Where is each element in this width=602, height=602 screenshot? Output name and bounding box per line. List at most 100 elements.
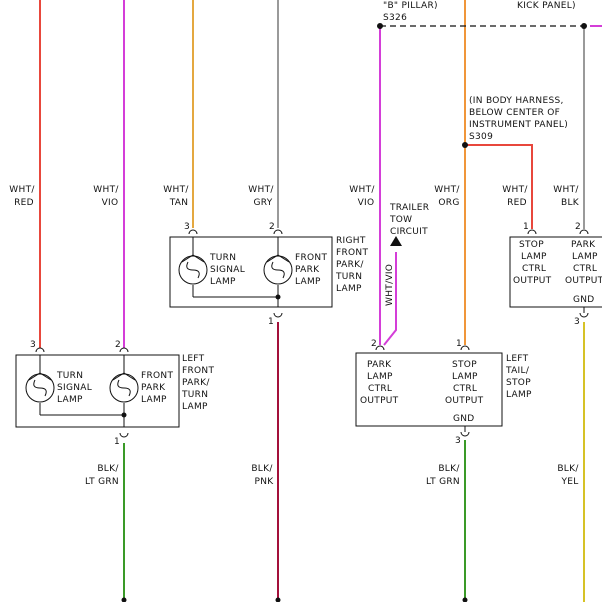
wire-label: BLK xyxy=(561,198,580,208)
rt-lamp-box xyxy=(509,236,602,308)
top-labels: "B" PILLAR) S326 KICK PANEL) (IN BODY HA… xyxy=(383,1,576,142)
rf-lamp-box xyxy=(169,236,333,308)
output-label: PARK xyxy=(367,360,392,370)
output-label: LAMP xyxy=(367,372,393,382)
wire-label: WHT/ xyxy=(9,185,35,195)
wire-label: WHT/ xyxy=(349,185,375,195)
splice-right-dot xyxy=(581,23,587,29)
left-tail-stop-lamp: 2 1 3 PARK LAMP CTRL OUTPUT STOP LAMP CT… xyxy=(355,339,532,446)
rf-park-turn-lamp: 3 2 1 TURN SIGNAL LAMP FRONT PARK LAMP R… xyxy=(169,222,368,327)
lamp-label: LAMP xyxy=(210,277,236,287)
wire-label: BLK/ xyxy=(438,464,460,474)
lf-lamp-box xyxy=(15,354,180,428)
wire-label: TAN xyxy=(169,198,189,208)
component-title: FRONT xyxy=(336,248,368,258)
wire-label: RED xyxy=(507,198,527,208)
output-label: CTRL xyxy=(522,264,546,274)
wire-label: LT GRN xyxy=(426,477,460,487)
trailer-line: CIRCUIT xyxy=(390,227,428,237)
connector-pin-icon xyxy=(35,347,45,353)
component-title: TURN xyxy=(335,272,362,282)
wire-label: WHT/ xyxy=(553,185,579,195)
connector-pin-icon xyxy=(119,432,129,438)
label-body-harness-1: (IN BODY HARNESS, xyxy=(469,96,564,106)
lamp-label: LAMP xyxy=(141,395,167,405)
wire-label: ORG xyxy=(438,198,459,208)
wire-labels: WHT/ RED WHT/ VIO WHT/ TAN WHT/ GRY WHT/… xyxy=(9,185,579,487)
junction-dot xyxy=(121,412,127,418)
trailer-arrow-icon xyxy=(390,236,402,246)
output-label: LAMP xyxy=(572,252,598,262)
wire-label: VIO xyxy=(102,198,119,208)
lamp-label: SIGNAL xyxy=(210,265,245,275)
lt-lamp-box xyxy=(355,352,503,427)
connector-pin-icon xyxy=(273,312,283,318)
lamp-label: LAMP xyxy=(295,277,321,287)
pin-number: 3 xyxy=(574,317,580,327)
pin-number: 3 xyxy=(184,222,190,232)
label-kick-panel: KICK PANEL) xyxy=(517,1,576,11)
component-title: TURN xyxy=(181,390,208,400)
splice-s309-dot xyxy=(462,142,468,148)
output-label: OUTPUT xyxy=(360,396,399,406)
lamp-label: FRONT xyxy=(295,253,327,263)
connector-pin-icon xyxy=(188,229,198,235)
pin-number: 2 xyxy=(575,222,581,232)
component-title: LAMP xyxy=(182,402,208,412)
wire-label: LT GRN xyxy=(85,477,119,487)
trailer-line: TOW xyxy=(389,215,412,225)
component-title: STOP xyxy=(506,378,531,388)
output-label: CTRL xyxy=(368,384,392,394)
connector-pin-icon xyxy=(460,431,470,437)
wire-label: WHT/ xyxy=(248,185,274,195)
ground-dot-2 xyxy=(275,597,281,602)
bulb-icon xyxy=(263,254,293,285)
connector-pin-icon xyxy=(375,345,385,351)
connector-pin-icon xyxy=(273,229,283,235)
output-label: STOP xyxy=(452,360,477,370)
component-title: LEFT xyxy=(506,354,529,364)
component-title: RIGHT xyxy=(336,236,366,246)
lamp-label: FRONT xyxy=(141,371,173,381)
pin-number: 3 xyxy=(30,340,36,350)
lamp-label: PARK xyxy=(141,383,166,393)
lf-park-turn-lamp: 3 2 1 TURN SIGNAL LAMP FRONT PARK LAMP L… xyxy=(15,340,214,447)
lamp-label: TURN xyxy=(209,253,236,263)
wire-label-wht-vio-vertical: WHT/VIO xyxy=(385,264,395,306)
output-label: OUTPUT xyxy=(445,396,484,406)
output-label: OUTPUT xyxy=(513,276,552,286)
label-body-harness-2: BELOW CENTER OF xyxy=(469,108,560,118)
gnd-label: GND xyxy=(573,295,595,305)
connector-pin-icon xyxy=(119,347,129,353)
output-label: CTRL xyxy=(453,384,477,394)
right-tail-stop-lamp: 1 2 3 STOP LAMP CTRL OUTPUT PARK LAMP CT… xyxy=(509,222,602,327)
bulb-icon xyxy=(25,372,55,403)
component-title: LEFT xyxy=(182,354,205,364)
splice-s326-dot xyxy=(377,23,383,29)
wire-label: WHT/ xyxy=(434,185,460,195)
trailer-tow-label: TRAILER TOW CIRCUIT xyxy=(389,203,429,246)
wire-label: GRY xyxy=(253,198,272,208)
component-title: PARK/ xyxy=(336,260,364,270)
wire-label: WHT/ xyxy=(93,185,119,195)
component-title: PARK/ xyxy=(182,378,210,388)
pin-number: 3 xyxy=(455,436,461,446)
connector-pin-icon xyxy=(527,229,537,235)
wire-label: WHT/ xyxy=(163,185,189,195)
pin-number: 2 xyxy=(115,340,121,350)
output-label: LAMP xyxy=(452,372,478,382)
component-title: TAIL/ xyxy=(505,366,530,376)
lamp-label: PARK xyxy=(295,265,320,275)
connector-pin-icon xyxy=(460,345,470,351)
pin-number: 2 xyxy=(269,222,275,232)
ground-dot-3 xyxy=(462,597,468,602)
trailer-line: TRAILER xyxy=(389,203,429,213)
ground-dot-1 xyxy=(121,597,127,602)
pin-number: 1 xyxy=(268,317,274,327)
component-title: LAMP xyxy=(506,390,532,400)
pin-number: 2 xyxy=(371,339,377,349)
wires xyxy=(39,0,602,602)
label-body-harness-3: INSTRUMENT PANEL) xyxy=(469,120,568,130)
label-b-pillar: "B" PILLAR) xyxy=(383,1,438,11)
label-s326: S326 xyxy=(383,13,407,23)
